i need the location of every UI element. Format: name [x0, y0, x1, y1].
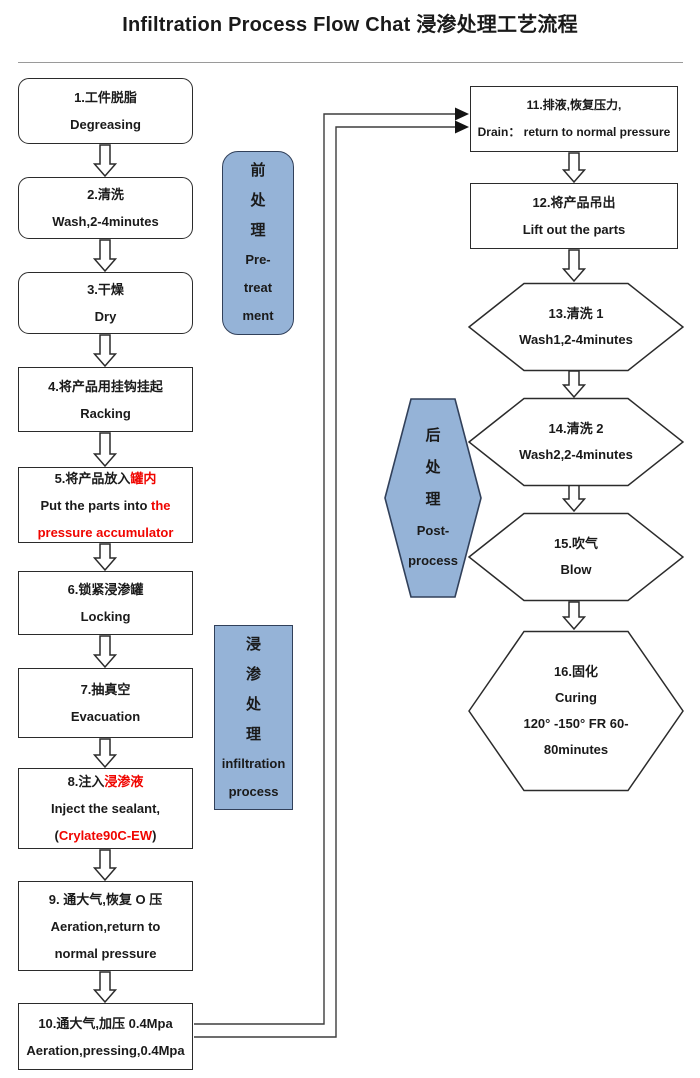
step-text-line: 15.吹气	[553, 536, 599, 551]
stage-cjk-char: 前	[250, 162, 266, 179]
step-text-line: Racking	[80, 405, 131, 421]
page-title: Infiltration Process Flow Chat 浸渗处理工艺流程	[122, 14, 578, 36]
step-text-line: Aeration,pressing,0.4Mpa	[26, 1042, 185, 1058]
step-text-line: Inject the sealant,	[50, 801, 161, 816]
stage-cjk-char: 处	[250, 192, 266, 209]
stage-cjk-char: 后	[425, 427, 441, 444]
stage-cjk-char: 渗	[245, 665, 261, 683]
step-text-line: Curing	[555, 690, 597, 705]
down-arrow	[93, 849, 117, 881]
stage-en-line: Post-	[416, 523, 450, 538]
down-arrow	[562, 484, 586, 512]
step-text-line: Wash1,2-4minutes	[519, 332, 633, 347]
step-text-line: (Crylate90C-EW)	[54, 828, 157, 843]
step-text-line: 80minutes	[543, 742, 609, 757]
step-box-1-degreasing: 1.工件脱脂 Degreasing	[18, 78, 193, 144]
step-box-9-aeration: 9. 通大气,恢复 O 压 Aeration,return to normal pr…	[18, 881, 193, 971]
step-box-7-evacuation: 7.抽真空 Evacuation	[18, 668, 193, 738]
step-text-line: Drain： return to normal pressure	[477, 125, 671, 139]
down-arrow	[562, 152, 586, 183]
stage-cjk-char: 理	[250, 222, 266, 239]
step-hex-14-wash2: 14.清洗 2 Wash2,2-4minutes	[468, 397, 684, 487]
step-text-line: 6.锁紧浸渗罐	[67, 582, 144, 597]
down-arrow	[93, 738, 117, 768]
stage-en-line: Pre-	[245, 252, 271, 267]
step-text-line: 8.注入浸渗液	[67, 774, 144, 789]
step-text-line: Blow	[560, 562, 592, 577]
step-box-3-dry: 3.干燥 Dry	[18, 272, 193, 334]
stage-cjk-char: 理	[425, 491, 441, 508]
stage-cjk-char: 处	[425, 459, 441, 476]
step-text-line: 13.清洗 1	[548, 306, 604, 321]
step-text-line: Aeration,return to	[50, 918, 161, 934]
step-hex-15-blow: 15.吹气 Blow	[468, 512, 684, 602]
step-text-line: Dry	[94, 309, 117, 324]
stage-cjk-char: 浸	[245, 635, 261, 653]
down-arrow	[93, 239, 117, 272]
stage-cjk-char: 理	[245, 725, 261, 743]
step-text-line: 4.将产品用挂钩挂起	[48, 378, 163, 394]
stage-en-line: process	[408, 553, 458, 568]
stage-pretreatment: 前处理 Pre-treat ment	[222, 151, 294, 335]
down-arrow	[93, 971, 117, 1003]
step-hex-16-curing: 16.固化 Curing 120° -150° FR 60- 80minutes	[468, 630, 684, 792]
step-text-line: Lift out the parts	[522, 222, 626, 237]
step-box-5-put-parts: 5.将产品放入罐内 Put the parts into the pressure …	[18, 467, 193, 543]
step-text-line: 10.通大气,加压 0.4Mpa	[38, 1015, 173, 1031]
hexagon-step-14	[468, 397, 684, 487]
stage-en-line: ment	[242, 308, 274, 323]
hexagon-step-15	[468, 512, 684, 602]
step-hex-13-wash1: 13.清洗 1 Wash1,2-4minutes	[468, 282, 684, 372]
step-text-line: Locking	[80, 609, 131, 624]
title-divider	[18, 62, 683, 63]
down-arrow	[93, 144, 117, 177]
down-arrow	[562, 249, 586, 282]
step-box-8-inject-sealant: 8.注入浸渗液 Inject the sealant, (Crylate90C-EW…	[18, 768, 193, 849]
step-text-line: Evacuation	[70, 709, 141, 724]
stage-en-line: process	[228, 783, 279, 799]
step-text-line: 1.工件脱脂	[74, 90, 137, 105]
stage-en-line: infiltration	[221, 755, 286, 771]
stage-cjk-char: 处	[245, 695, 261, 713]
step-text-line: pressure accumulator	[37, 524, 174, 540]
step-text-line: Degreasing	[70, 117, 141, 132]
step-text-line: Wash,2-4minutes	[52, 214, 159, 229]
stage-en-line: treat	[243, 280, 273, 295]
step-box-6-locking: 6.锁紧浸渗罐 Locking	[18, 571, 193, 635]
stage-postprocess-label: 后处理 Post-process	[384, 397, 482, 599]
step-text-line: 16.固化	[553, 664, 599, 679]
step-text-line: normal pressure	[54, 945, 157, 961]
down-arrow	[562, 601, 586, 630]
step-box-2-wash: 2.清洗 Wash,2-4minutes	[18, 177, 193, 239]
arrowhead-icon	[455, 120, 469, 134]
step-text-line: 7.抽真空	[80, 682, 131, 697]
step-box-11-drain: 11.排液,恢复压力, Drain： return to normal press…	[470, 86, 678, 152]
step-text-line: 120° -150° FR 60-	[523, 716, 629, 731]
stage-postprocess-hexagon	[384, 398, 482, 598]
hexagon-step-16	[468, 630, 684, 792]
down-arrow	[562, 370, 586, 398]
step-text-line: 12.将产品吊出	[532, 195, 616, 210]
down-arrow	[93, 635, 117, 668]
step-text-line: Put the parts into the	[40, 497, 171, 513]
step-box-4-racking: 4.将产品用挂钩挂起 Racking	[18, 367, 193, 432]
step-text-line: Wash2,2-4minutes	[519, 447, 633, 462]
stage-infiltration-process: 浸渗处理 infiltration process	[214, 625, 293, 810]
down-arrow	[93, 334, 117, 367]
step-text-line: 14.清洗 2	[548, 421, 604, 436]
hexagon-step-13	[468, 282, 684, 372]
down-arrow	[93, 432, 117, 467]
arrowhead-icon	[455, 107, 469, 121]
step-text-line: 2.清洗	[87, 187, 124, 202]
step-text-line: 9. 通大气,恢复 O 压	[48, 891, 163, 907]
down-arrow	[93, 543, 117, 571]
step-box-12-lift-out: 12.将产品吊出 Lift out the parts	[470, 183, 678, 249]
step-text-line: 11.排液,恢复压力,	[526, 98, 622, 112]
step-text-line: 5.将产品放入罐内	[54, 470, 157, 486]
step-text-line: 3.干燥	[87, 282, 124, 297]
